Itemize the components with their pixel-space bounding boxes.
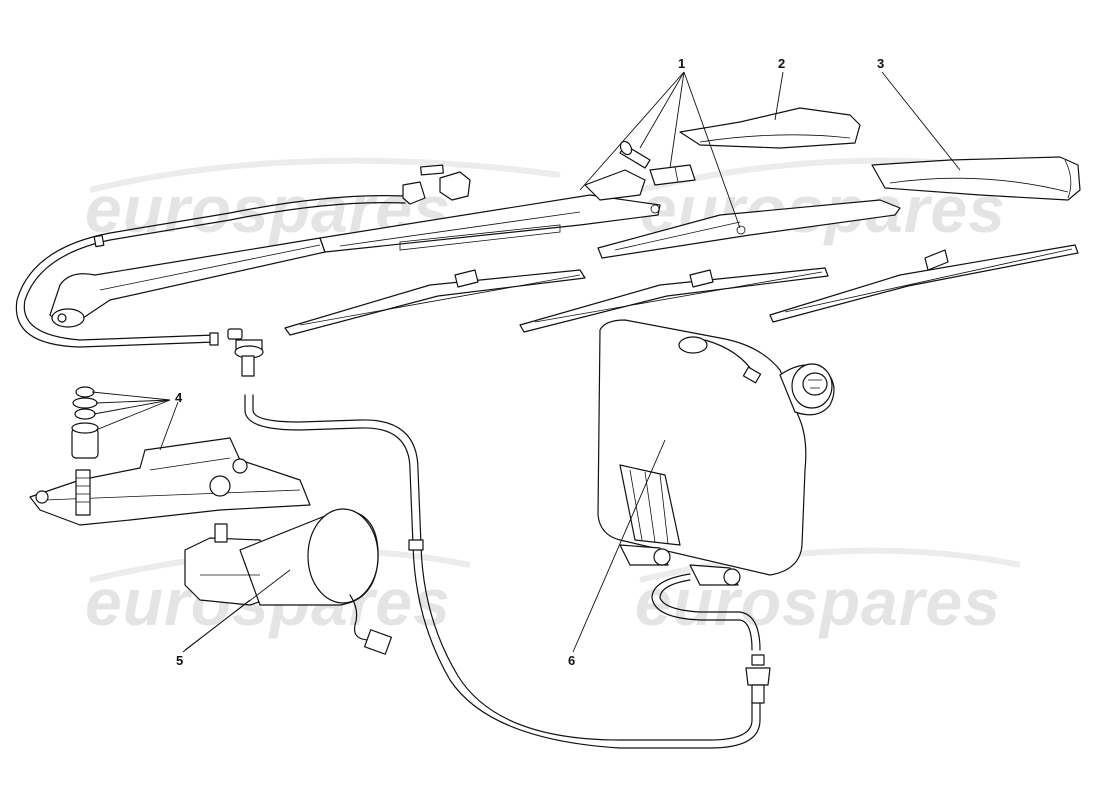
callout-1: 1 (678, 56, 685, 71)
leader-lines (91, 71, 961, 653)
wiper-blade-1 (284, 269, 586, 336)
washer-hose-left (15, 195, 406, 348)
wiper-motor (184, 508, 393, 655)
wiper-arm-main (49, 169, 661, 328)
wiper-arm-secondary (597, 199, 901, 259)
washer-reservoir (597, 319, 835, 704)
callout-5: 5 (176, 653, 183, 668)
wiper-blade-3 (769, 244, 1079, 323)
callout-3: 3 (877, 56, 884, 71)
watermark-bottom-right: eurospares (635, 565, 1001, 639)
bushing-stack (71, 386, 99, 459)
wiper-linkage-bracket (29, 437, 311, 526)
callout-6: 6 (568, 653, 575, 668)
wiper-blade-2 (519, 267, 829, 333)
wiper-clips (402, 164, 471, 205)
callout-labels: 1 2 3 4 5 6 (175, 56, 884, 668)
callout-4: 4 (175, 390, 183, 405)
wiper-adapter-parts (619, 140, 696, 186)
washer-jet-and-hose (227, 328, 761, 749)
arm-cover-2 (679, 107, 861, 149)
callout-2: 2 (778, 56, 785, 71)
arm-cover-3 (871, 156, 1081, 201)
